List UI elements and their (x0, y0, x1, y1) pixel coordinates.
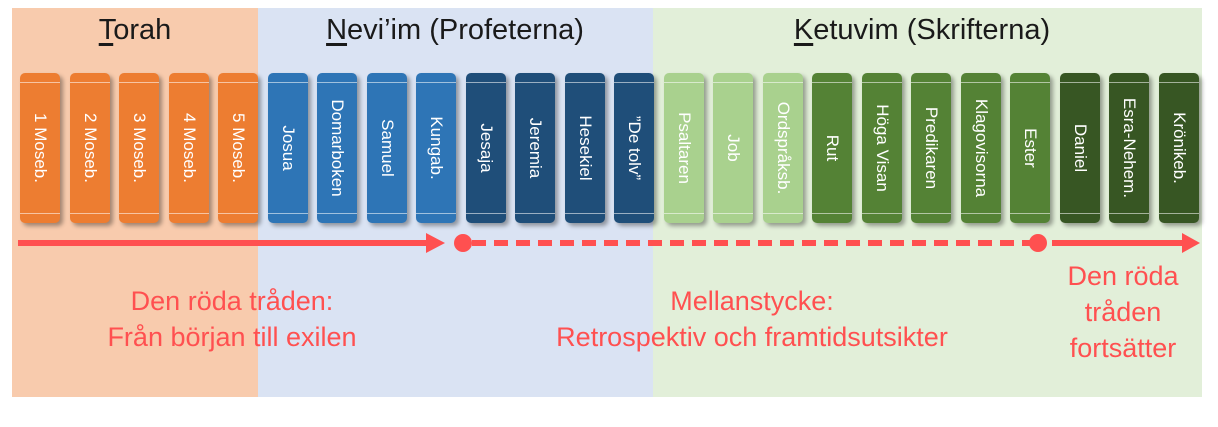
book-spine: Jesaja (465, 73, 506, 223)
note-red-thread-continues: Den röda tråden fortsätter (1067, 258, 1178, 366)
ketuvim-heading: Ketuvim (Skrifterna) (794, 14, 1050, 47)
note-interlude: Mellanstycke: Retrospektiv och framtidsu… (556, 283, 948, 355)
book-spine: Samuel (366, 73, 407, 223)
thread-dot-end (1029, 234, 1047, 252)
heading-initial: K (793, 14, 814, 46)
book-spine: Josua (267, 73, 308, 223)
thread-arrowhead-1 (426, 233, 445, 253)
book-spine: Krönikeb. (1158, 73, 1199, 223)
book-spine: Job (713, 73, 753, 223)
heading-initial: N (326, 14, 348, 46)
book-spine: Rut (812, 73, 852, 223)
book-spine: Psaltaren (663, 73, 704, 223)
note-line: Den röda (1067, 261, 1179, 291)
heading-rest: evi’im (Profeterna) (347, 14, 584, 46)
book-spine: 2 Moseb. (69, 73, 110, 223)
heading-initial: T (98, 14, 114, 46)
book-spine: 1 Moseb. (20, 73, 60, 223)
note-line: fortsätter (1069, 333, 1177, 363)
note-line: Från början till exilen (107, 322, 357, 352)
book-spine: ”De tolv” (614, 73, 654, 223)
book-spine: Esra-Nehem. (1109, 73, 1149, 223)
book-spine: Hesekiel (564, 73, 605, 223)
thread-arrowhead-2 (1182, 233, 1200, 253)
book-spine: Daniel (1059, 73, 1100, 223)
book-spine: Domarboken (317, 73, 357, 223)
book-spine: Ordspråksb. (762, 73, 803, 223)
book-spine: 3 Moseb. (119, 73, 159, 223)
book-spine: 5 Moseb. (218, 73, 258, 223)
book-spine: 4 Moseb. (168, 73, 209, 223)
book-spine: Ester (1010, 73, 1050, 223)
book-spine: Jeremia (515, 73, 555, 223)
thread-dot-start (454, 234, 472, 252)
book-spine: Höga Visan (861, 73, 902, 223)
heading-rest: etuvim (Skrifterna) (813, 14, 1051, 46)
heading-rest: orah (113, 14, 172, 46)
book-spine: Predikaren (911, 73, 951, 223)
note-line: Retrospektiv och framtidsutsikter (556, 322, 948, 352)
neviim-heading: Nevi’im (Profeterna) (326, 14, 584, 47)
note-line: Den röda tråden: (130, 286, 334, 316)
book-spine: Kungab. (416, 73, 456, 223)
book-spine: Klagovisorna (960, 73, 1001, 223)
note-red-thread-start: Den röda tråden: Från början till exilen (107, 283, 356, 355)
note-line: Mellanstycke: (670, 286, 834, 316)
torah-heading: Torah (99, 14, 172, 47)
note-line: tråden (1084, 297, 1162, 327)
